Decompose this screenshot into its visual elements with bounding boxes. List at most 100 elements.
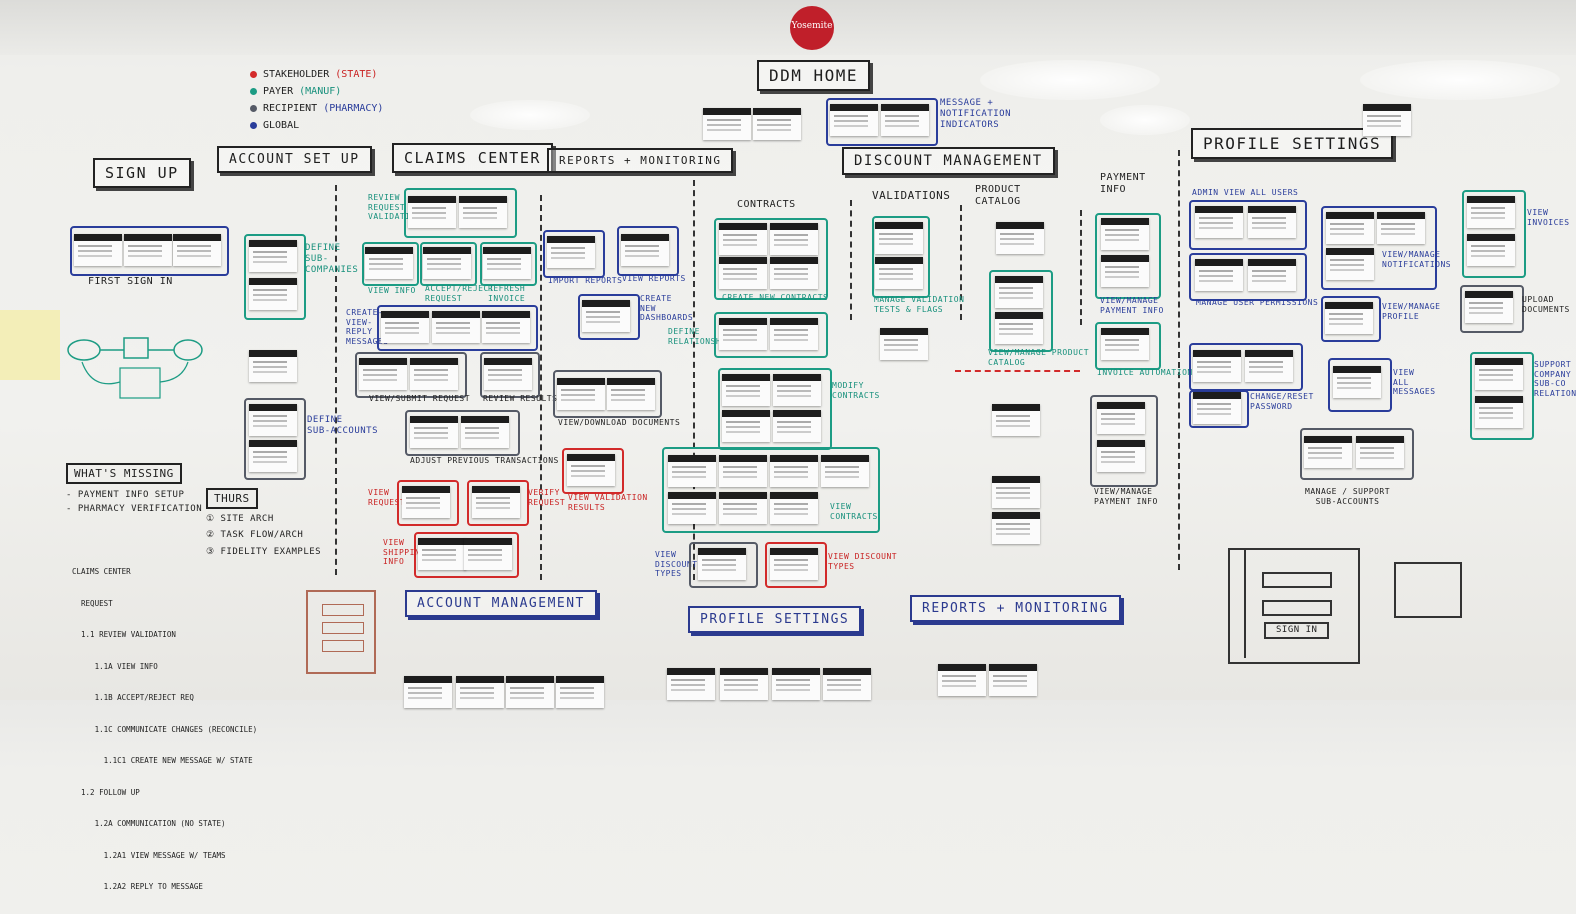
outline-line: 1.1B ACCEPT/REJECT REQ — [72, 693, 194, 702]
screen-card — [506, 676, 554, 708]
outline-line: 1.1A VIEW INFO — [72, 661, 158, 671]
screen-group — [578, 294, 640, 340]
outline-line: 1.1C1 CREATE NEW MESSAGE W/ STATE — [72, 756, 253, 765]
legend-item: PAYER (MANUF) — [250, 83, 383, 100]
screen-card — [1326, 212, 1374, 244]
label-first-sign-in: FIRST SIGN IN — [88, 276, 173, 287]
glare — [1100, 105, 1190, 135]
screen-card — [1195, 206, 1243, 238]
divider — [693, 180, 695, 580]
screen-group — [480, 352, 540, 398]
title-sign-up: SIGN UP — [93, 158, 191, 188]
screen-card — [418, 538, 466, 570]
screen-card — [249, 440, 297, 472]
sketch-row — [322, 604, 364, 616]
label-create-view-reply: CREATE- VIEW- REPLY MESSAGES — [346, 308, 389, 346]
label-manage-support-sub: MANAGE / SUPPORT SUB-ACCOUNTS — [1305, 487, 1391, 506]
sketch-ellipse — [67, 339, 101, 361]
screen-group — [714, 312, 828, 358]
title-claims-center: CLAIMS CENTER — [392, 143, 553, 173]
screen-group — [1460, 285, 1524, 333]
screen-group — [397, 480, 459, 526]
screen-card — [1465, 291, 1513, 323]
title-profile-settings-bottom: PROFILE SETTINGS — [688, 606, 862, 633]
outline-line: 1.2A1 VIEW MESSAGE W/ TEAMS — [72, 850, 226, 860]
legend-item: STAKEHOLDER (STATE) — [250, 66, 383, 83]
label-invoice-automation: INVOICE AUTOMATION — [1097, 368, 1193, 377]
label-view-info: VIEW INFO — [368, 286, 416, 295]
label-validations: VALIDATIONS — [872, 189, 951, 202]
thurs-item: ① SITE ARCH — [206, 514, 274, 524]
label-view-submit-request: VIEW/SUBMIT REQUEST — [369, 394, 471, 403]
label-view-discount-types-left: VIEW DISCOUNT TYPES — [655, 550, 698, 579]
screen-group — [553, 370, 662, 418]
label-view-manage-payment-2: VIEW/MANAGE PAYMENT INFO — [1094, 487, 1158, 506]
red-divider — [955, 370, 1080, 372]
screen-card — [995, 312, 1043, 344]
label-view-all-messages: VIEW ALL MESSAGES — [1393, 368, 1436, 397]
screen-group — [617, 226, 679, 276]
screen-group — [1321, 206, 1437, 290]
whats-missing-title: WHAT'S MISSING — [66, 463, 182, 485]
legend-item: GLOBAL — [250, 117, 383, 134]
screen-group — [467, 480, 529, 526]
screen-card — [938, 664, 986, 696]
label-adjust-previous: ADJUST PREVIOUS TRANSACTIONS — [410, 456, 559, 465]
screen-card — [365, 247, 413, 279]
screen-card — [722, 410, 770, 442]
legend-tag: (STATE) — [335, 69, 378, 80]
legend: STAKEHOLDER (STATE) PAYER (MANUF) RECIPI… — [250, 66, 383, 134]
screen-card — [667, 668, 715, 700]
label-view-validation-results: VIEW VALIDATION RESULTS — [568, 493, 648, 512]
wireframe-sketch — [1228, 548, 1360, 664]
legend-dot — [250, 104, 257, 112]
sketch-curve — [81, 361, 121, 385]
legend-dot — [250, 121, 257, 129]
screen-card — [1193, 392, 1241, 424]
sketch-box — [123, 337, 149, 359]
label-product-catalog: PRODUCT CATALOG — [975, 184, 1021, 207]
screen-card — [381, 311, 429, 343]
label-define-sub-accounts: DEFINE SUB-ACCOUNTS — [307, 415, 379, 436]
screen-card — [773, 374, 821, 406]
screen-card — [821, 455, 869, 487]
wireframe-field — [1262, 572, 1332, 588]
screen-group — [404, 188, 517, 238]
screen-card — [432, 311, 480, 343]
divider — [850, 200, 852, 320]
screen-card — [773, 410, 821, 442]
legend-item: RECIPIENT (PHARMACY) — [250, 100, 383, 117]
screen-card — [472, 486, 520, 518]
screen-card — [249, 404, 297, 436]
legend-text: STAKEHOLDER — [263, 69, 330, 80]
screen-group — [1462, 190, 1526, 278]
sketch-ellipse — [173, 339, 203, 361]
label-view-requests: VIEW REQUESTS — [368, 488, 411, 507]
sketch-curve — [159, 361, 189, 383]
divider — [335, 185, 337, 575]
screen-card — [875, 257, 923, 289]
screen-card — [404, 676, 452, 708]
screen-group — [872, 216, 930, 298]
screen-card — [1101, 255, 1149, 287]
screen-card — [607, 378, 655, 410]
label-define-relationships: DEFINE RELATIONSHIPS — [668, 327, 738, 346]
screen-group — [826, 98, 938, 146]
yosemite-badge: Yosemite — [790, 6, 834, 50]
screen-card — [423, 247, 471, 279]
screen-card — [249, 350, 297, 382]
screen-card — [1248, 206, 1296, 238]
title-reports-monitoring-bottom: REPORTS + MONITORING — [910, 595, 1121, 622]
label-admin-view-users: ADMIN VIEW ALL USERS — [1192, 188, 1299, 197]
screen-card — [1475, 358, 1523, 390]
screen-card — [770, 318, 818, 350]
claims-outline: CLAIMS CENTER REQUEST 1.1 REVIEW VALIDAT… — [72, 546, 257, 914]
page-sketch — [306, 590, 376, 674]
screen-group — [405, 410, 520, 456]
screen-group — [1321, 296, 1381, 342]
screen-card — [668, 492, 716, 524]
legend-text: PAYER — [263, 86, 294, 97]
screen-card — [1195, 259, 1243, 291]
screen-card — [719, 257, 767, 289]
whiteboard-wall: Yosemite STAKEHOLDER (STATE) PAYER (MANU… — [0, 0, 1576, 891]
